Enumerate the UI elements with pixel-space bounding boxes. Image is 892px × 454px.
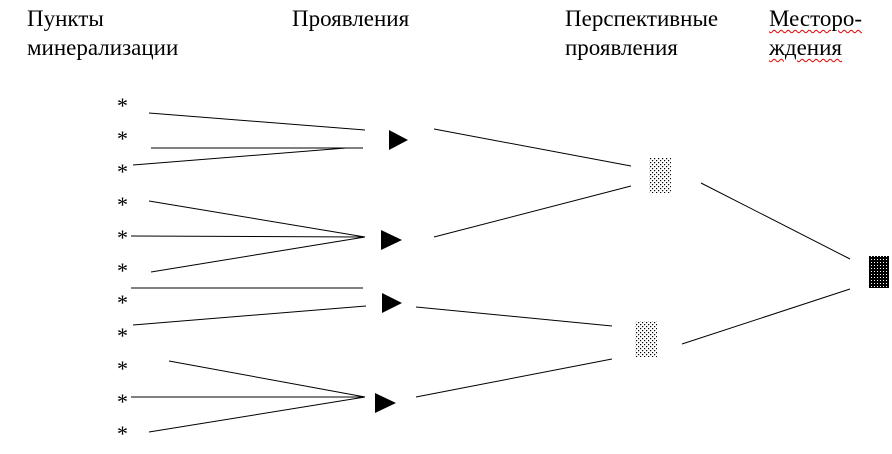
connector-line (132, 147, 347, 166)
triangle-marker-icon (382, 293, 402, 313)
connector-line (433, 185, 632, 238)
header-mineralization-points: Пункты минерализации (27, 4, 178, 62)
header-deposits: Месторо- ждения (769, 4, 862, 62)
occurrence-connectors (415, 128, 632, 398)
occurrence-markers (375, 130, 408, 413)
header-perspective-occurrences: Перспективные проявления (565, 4, 718, 62)
header-line: минерализации (27, 35, 179, 60)
connector-line (433, 128, 632, 167)
connector-line (132, 305, 367, 326)
connector-line (148, 396, 366, 433)
point-star: * (117, 323, 128, 348)
header-line: Проявления (292, 6, 410, 31)
point-stars: * * * * * * * * * * * (117, 93, 128, 446)
connector-line (415, 306, 613, 327)
connector-line (168, 360, 366, 398)
dense-square-marker-icon (869, 256, 889, 288)
point-star: * (117, 192, 128, 217)
point-star: * (117, 421, 128, 446)
header-line: Перспективные (565, 6, 719, 31)
point-star: * (117, 356, 128, 381)
point-star: * (117, 389, 128, 414)
dotted-square-marker-icon (635, 321, 657, 357)
point-star: * (117, 258, 128, 283)
perspective-connectors (681, 182, 851, 345)
triangle-marker-icon (375, 393, 396, 413)
connector-line (148, 112, 366, 131)
point-star: * (117, 159, 128, 184)
perspective-markers (635, 158, 671, 357)
point-connectors (130, 112, 367, 433)
connector-line (700, 182, 851, 260)
dotted-square-marker-icon (649, 158, 671, 193)
point-star: * (117, 93, 128, 118)
triangle-marker-icon (381, 230, 402, 250)
point-star: * (117, 290, 128, 315)
header-line: ждения (769, 35, 842, 60)
connector-line (681, 288, 851, 345)
connector-line (148, 200, 366, 238)
header-occurrences: Проявления (292, 4, 409, 33)
triangle-marker-icon (389, 130, 408, 150)
header-line: Пункты (27, 6, 104, 31)
point-star: * (117, 225, 128, 250)
header-line: проявления (565, 35, 678, 60)
connector-line (415, 358, 613, 398)
connector-line (130, 235, 364, 238)
connector-line (150, 236, 366, 273)
point-star: * (117, 126, 128, 151)
header-line: Месторо- (769, 6, 863, 31)
